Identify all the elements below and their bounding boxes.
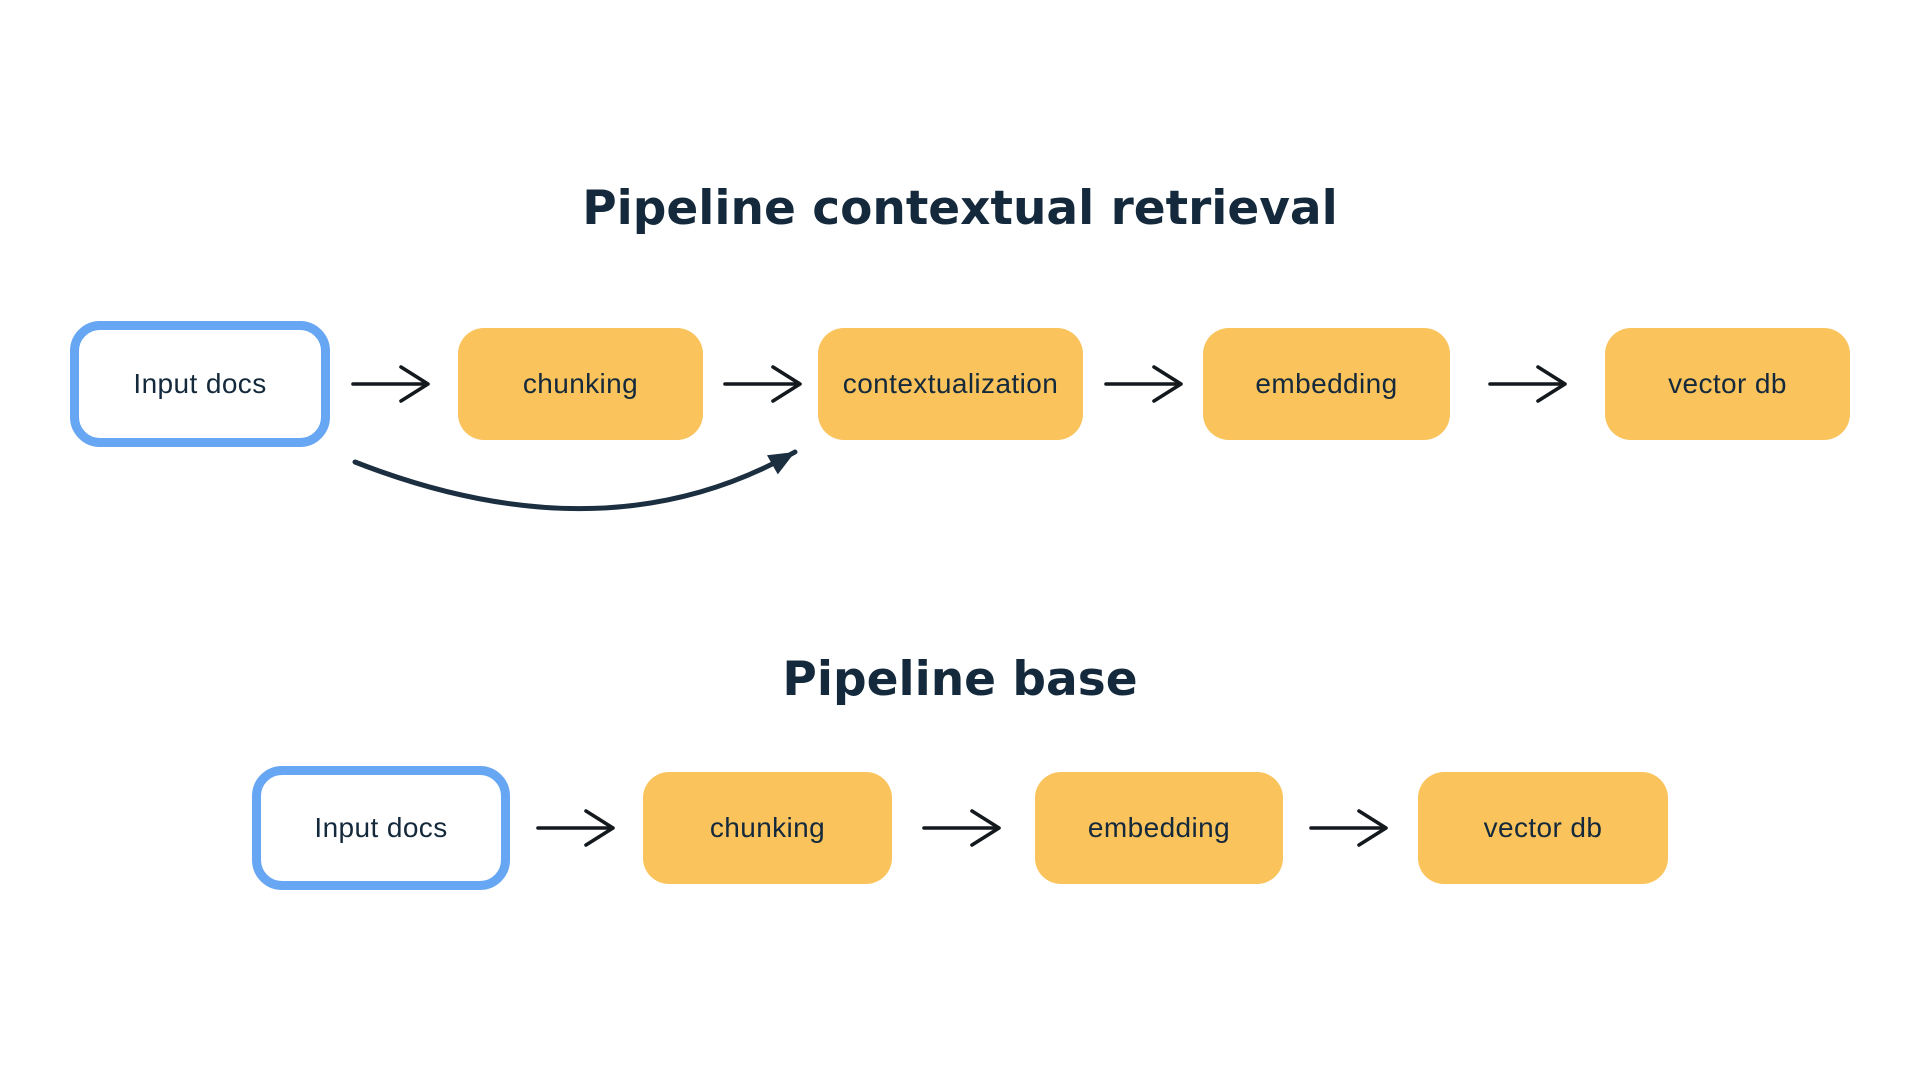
pipeline2-node-input-docs: Input docs: [252, 766, 510, 890]
flow-arrow: [1104, 365, 1183, 403]
pipeline2-node-chunking: chunking: [643, 772, 892, 884]
pipeline2-title: Pipeline base: [782, 652, 1138, 707]
flow-arrow: [1488, 365, 1567, 403]
node-label: embedding: [1255, 368, 1398, 399]
flow-arrow: [922, 809, 1001, 847]
node-label: vector db: [1483, 812, 1603, 843]
pipeline1-node-contextualization: contextualization: [818, 328, 1083, 440]
node-label: chunking: [709, 812, 826, 843]
flow-arrow: [536, 809, 615, 847]
pipeline1-title: Pipeline contextual retrieval: [582, 181, 1338, 236]
node-label: chunking: [522, 368, 639, 399]
flow-arrow: [1309, 809, 1388, 847]
node-label: embedding: [1087, 812, 1231, 843]
node-label: contextualization: [842, 368, 1059, 399]
pipeline2-node-vector-db: vector db: [1418, 772, 1668, 884]
pipeline1-node-embedding: embedding: [1203, 328, 1450, 440]
flow-arrow: [351, 365, 430, 403]
flow-arrow: [723, 365, 802, 403]
node-label: Input docs: [133, 368, 267, 399]
node-label: vector db: [1668, 368, 1787, 399]
pipeline1-node-vector-db: vector db: [1605, 328, 1850, 440]
pipeline1-node-chunking: chunking: [458, 328, 703, 440]
skip-connection-arrow: [352, 449, 798, 512]
pipeline1-node-input-docs: Input docs: [70, 321, 330, 447]
pipeline2-node-embedding: embedding: [1035, 772, 1283, 884]
node-label: Input docs: [314, 812, 448, 843]
